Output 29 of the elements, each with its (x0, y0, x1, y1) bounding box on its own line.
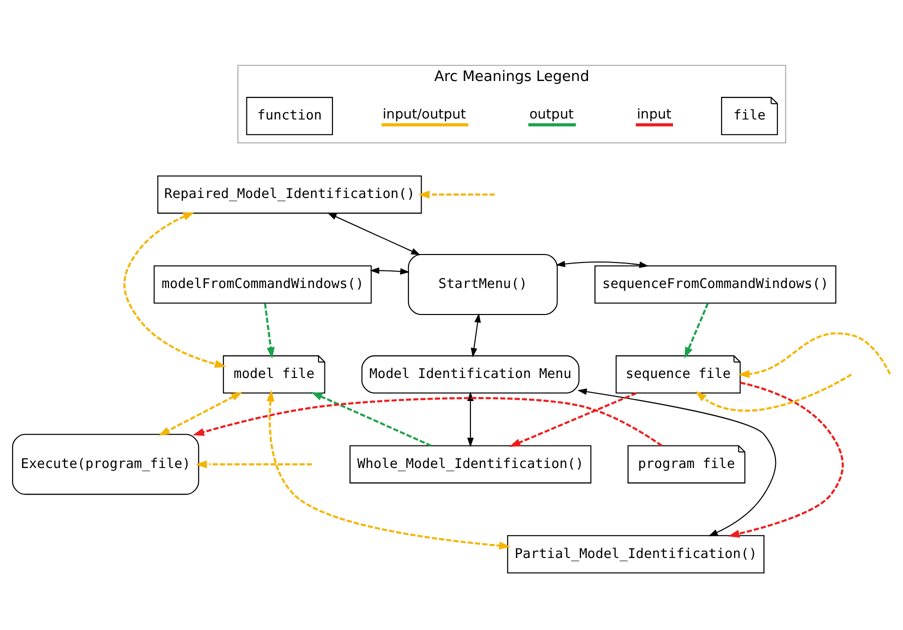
arrow (123, 212, 226, 368)
node-box: Whole_Model_Identification() (350, 445, 592, 484)
node-box: StartMenu() (408, 254, 558, 315)
arrow (509, 392, 637, 447)
node-box: Model Identification Menu (361, 355, 580, 394)
node-box: sequenceFromCommandWindows() (594, 265, 836, 304)
legend-label: input (636, 108, 672, 123)
arrow (418, 190, 495, 199)
arrow (738, 332, 891, 378)
arrow (327, 212, 420, 256)
node-box: Partial_Model_Identification() (507, 535, 764, 574)
arrow (695, 374, 852, 412)
node-box: modelFromCommandWindows() (154, 265, 372, 304)
arrow (470, 313, 481, 358)
arrow (577, 388, 776, 536)
arrow (195, 460, 312, 468)
arrow (264, 303, 275, 359)
legend-label: output (529, 108, 574, 123)
arrow (556, 260, 649, 268)
arrow (728, 382, 844, 538)
node-box: Execute(program_file) (12, 434, 200, 495)
arrow (370, 267, 410, 275)
legend-label: input/output (382, 108, 466, 123)
arrow (310, 392, 432, 447)
node-box: function (246, 96, 333, 136)
arrow (192, 397, 662, 446)
arrow (684, 302, 709, 359)
node-box: Repaired_Model_Identification() (157, 175, 422, 214)
arrow (158, 392, 243, 436)
